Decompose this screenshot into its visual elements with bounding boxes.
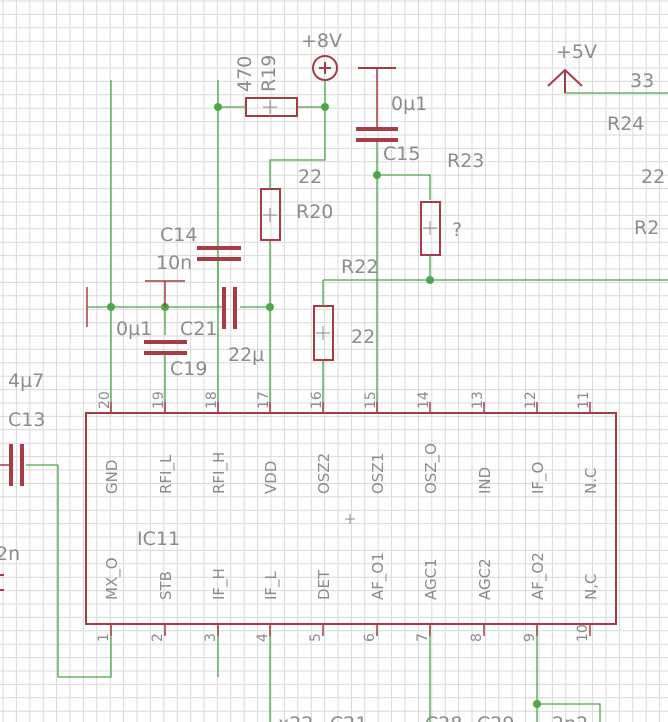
label-bottom-partial-2: C21	[330, 713, 367, 722]
label-r-partial: R2	[634, 217, 659, 239]
ic11-pin-name: IF_H	[210, 568, 229, 600]
ic11-pin-number: 9	[522, 633, 538, 642]
ic11-pin-number: 12	[523, 391, 539, 409]
label-c14-name: C14	[160, 224, 197, 246]
capacitor-c21	[222, 287, 226, 329]
junction-vdd	[266, 303, 274, 311]
ic11-pin-name: IF_O	[529, 462, 548, 494]
ic11-pin-name: RFI_H	[210, 452, 229, 494]
label-c21-name: C21	[180, 318, 217, 340]
ic11-pin-name: IF_L	[262, 570, 281, 600]
label-bottom-partial-1: x22	[278, 713, 313, 722]
label-c19-name: C19	[170, 358, 207, 380]
capacitor-c15	[356, 127, 398, 131]
junction-r19-right	[321, 103, 329, 111]
supply-5v-icon	[547, 68, 583, 93]
ic11-pin-name: DET	[315, 569, 333, 600]
resistor-r23	[420, 201, 441, 256]
ic11-body	[85, 412, 617, 625]
ic11-pin-name: AF_O2	[529, 552, 548, 600]
label-r24-value: 33	[630, 70, 654, 92]
capacitor-c19	[144, 340, 187, 344]
ic11-pin-number: 5	[308, 633, 324, 642]
wire-8v-drop	[269, 80, 326, 190]
ic11-pin-name: MX_O	[103, 557, 122, 600]
label-c21-value: 22µ	[228, 344, 264, 366]
ic11-pin-name: STB	[157, 571, 175, 600]
label-ic11-name: IC11	[137, 528, 180, 550]
ic11-pin-number: 2	[150, 633, 166, 642]
label-c13-value: 4µ7	[8, 370, 44, 392]
origin-markers	[263, 100, 437, 524]
capacitor-c14	[197, 246, 241, 250]
ic11-pin-number: 15	[363, 391, 379, 409]
label-r19-name: R19	[258, 55, 280, 92]
ic11-pin-name: IND	[476, 467, 494, 494]
label-bottom-partial-4: C29	[477, 713, 514, 722]
ic11-pin-number: 18	[204, 391, 220, 409]
ic11-pin-number: 17	[256, 391, 272, 409]
label-c15-name: C15	[383, 143, 420, 165]
ic11-pin-number: 4	[255, 633, 271, 642]
ic11-pin-number: 10	[575, 624, 591, 642]
wire-pin1	[57, 465, 112, 678]
labels: +8V +5V 470 R19 0µ1 C15 R23 ? 22 R20 R22…	[0, 30, 665, 722]
wire-r23-top	[377, 174, 431, 200]
capacitor-c13	[9, 444, 13, 486]
label-bottom-partial-5: 2n2	[552, 713, 588, 722]
ic11-pin-number: 19	[151, 391, 167, 409]
junction-r23	[426, 276, 434, 284]
ic11-pin-stubs	[110, 402, 591, 636]
label-c14-value: 10n	[156, 252, 192, 274]
label-r24-right: 22	[641, 166, 665, 188]
ic11-pin-name: GND	[103, 460, 121, 494]
junction-pin9	[533, 700, 541, 708]
label-bottom-partial-3: C28	[425, 713, 462, 722]
ic11-pin-name: AGC2	[476, 558, 494, 600]
ic11-pin-number: 11	[576, 391, 592, 409]
label-r20-value: 22	[298, 166, 322, 188]
wire-pin9-right	[537, 703, 601, 722]
label-supply-8v: +8V	[301, 30, 342, 52]
ic11-pin-number: 1	[96, 633, 112, 642]
ic11-pin-name: N.C	[582, 468, 600, 494]
ic11-pin-name: OSZ1	[369, 453, 387, 494]
label-r24-name: R24	[607, 113, 644, 135]
ic11-pin-name: RFI_L	[157, 454, 176, 494]
ic11-pin-number: 3	[203, 633, 219, 642]
ic11-pin-number: 20	[97, 391, 113, 409]
resistor-r20	[260, 188, 281, 241]
label-r19-value: 470	[234, 56, 256, 92]
ic11-pin-number: 6	[362, 633, 378, 642]
ic11-pin-name: AF_O1	[369, 552, 388, 600]
ic11-pin-labels: 20GND19RFI_L18RFI_H17VDD16OSZ215OSZ114OS…	[96, 391, 600, 642]
label-c13-name: C13	[8, 409, 45, 431]
ic11-pin-name: OSZ_O	[422, 443, 441, 494]
junctions	[107, 103, 541, 708]
label-r20-name: R20	[296, 201, 333, 223]
label-left-partial: 2n	[0, 543, 20, 565]
ic11-pin-number: 16	[309, 391, 325, 409]
label-r22-name: R22	[341, 256, 378, 278]
junction-c15	[373, 171, 381, 179]
ic11-pin-number: 7	[415, 633, 431, 642]
ic11-pin-name: VDD	[262, 461, 280, 494]
label-c19-value: 0µ1	[116, 318, 152, 340]
label-r23-value: ?	[452, 219, 462, 241]
supply-8v-icon	[312, 55, 338, 81]
label-c15-value: 0µ1	[391, 93, 427, 115]
components	[0, 55, 617, 636]
ic11-pin-name: AGC1	[422, 558, 440, 600]
ic11-pin-name: OSZ2	[315, 453, 333, 494]
ic11-pin-name: N,C	[582, 574, 600, 600]
ic11-pin-number: 14	[416, 391, 432, 409]
ic11-pin-number: 13	[470, 391, 486, 409]
label-r22-value: 22	[351, 326, 375, 348]
label-supply-5v: +5V	[556, 41, 597, 63]
ic11-pin-number: 8	[469, 633, 485, 642]
label-r23-name: R23	[447, 150, 484, 172]
